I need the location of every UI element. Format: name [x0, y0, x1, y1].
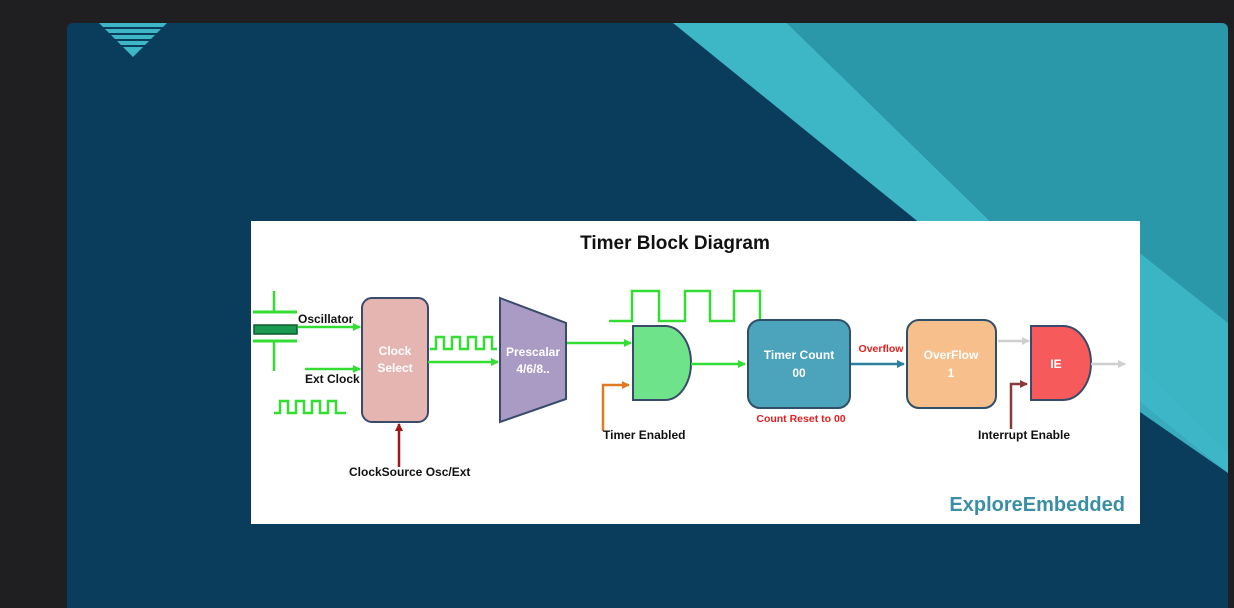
timer-count-block [747, 319, 851, 409]
interrupt-enable-arrow [1009, 380, 1028, 429]
clock-select-label-line2: Select [377, 361, 412, 375]
menu-chevron-icon [99, 23, 167, 57]
count-reset-label: Count Reset to 00 [756, 413, 845, 425]
diagram-title: Timer Block Diagram [580, 233, 770, 254]
timer-enable-gate [632, 325, 692, 401]
crystal-oscillator-icon [253, 291, 298, 371]
timer-count-label: Timer Count [764, 348, 834, 362]
ie-gate [1030, 325, 1092, 401]
ext-clock-waveform [274, 399, 346, 415]
overflow-flag-block [906, 319, 997, 409]
overflow-flag-label: OverFlow [924, 348, 979, 362]
clock-select-block [361, 297, 429, 423]
clock-select-label-line1: Clock [379, 344, 412, 358]
stripe-accent [1127, 243, 1228, 473]
overflow-flag-value: 1 [948, 366, 955, 380]
ie-gate-label: IE [1050, 357, 1061, 371]
diagram-image: Timer Block Diagram Oscillator Ext Clock… [251, 221, 1140, 524]
timer-count-value: 00 [792, 366, 806, 380]
prescalar-label-line2: 4/6/8.. [516, 362, 549, 376]
clock-source-label: ClockSource Osc/Ext [349, 465, 470, 479]
prescalar-label-line1: Prescalar [506, 345, 560, 359]
timer-enable-arrow [601, 381, 630, 431]
timer-enabled-label: Timer Enabled [603, 428, 685, 442]
ext-clock-label: Ext Clock [305, 372, 360, 386]
gate-output-waveform [609, 289, 762, 323]
interrupt-enable-label: Interrupt Enable [978, 428, 1070, 442]
prescalar-block [499, 296, 567, 424]
clock-select-output-waveform [430, 335, 497, 351]
overflow-signal-label: Overflow [859, 343, 905, 355]
brand-logo: ExploreEmbedded [949, 494, 1125, 516]
oscillator-label: Oscillator [298, 312, 354, 326]
